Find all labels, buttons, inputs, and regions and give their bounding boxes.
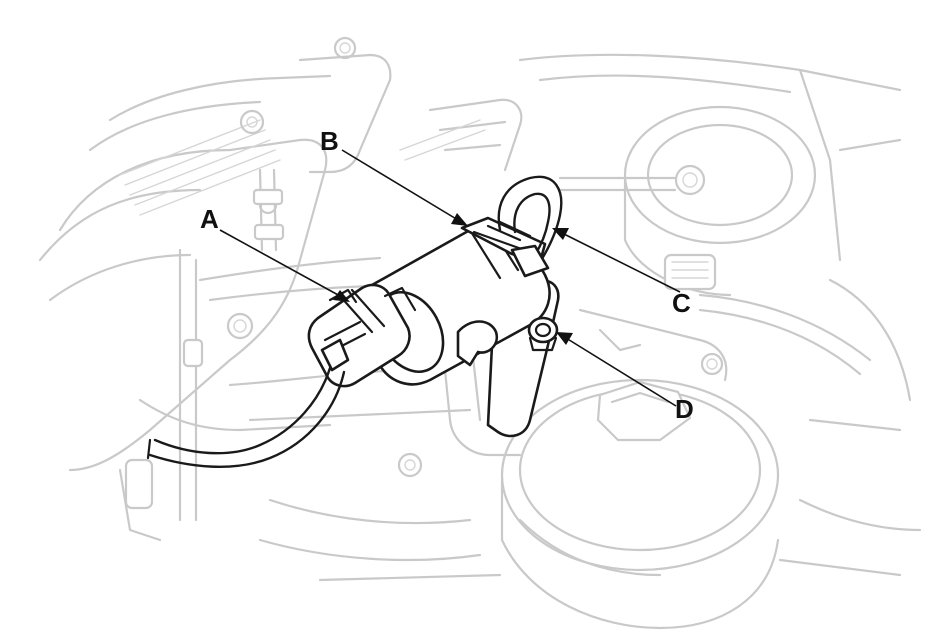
arrowhead-c [552,228,569,240]
leader-line-c [561,232,681,293]
arrowhead-a [333,290,350,302]
callout-label-d: D [675,394,694,424]
leader-line-a [219,229,341,297]
leader-line-d [565,337,677,407]
arrowhead-b [451,213,468,226]
solenoid-valve-assembly [146,175,563,468]
leader-line-b [341,149,459,221]
callout-label-a: A [200,204,219,234]
callout-label-b: B [320,126,339,156]
callout-label-c: C [672,288,691,318]
callout-leaders [219,149,681,407]
callout-labels: A B C D [200,126,694,424]
arrowhead-d [556,332,573,345]
background-engine-linework [38,36,922,630]
